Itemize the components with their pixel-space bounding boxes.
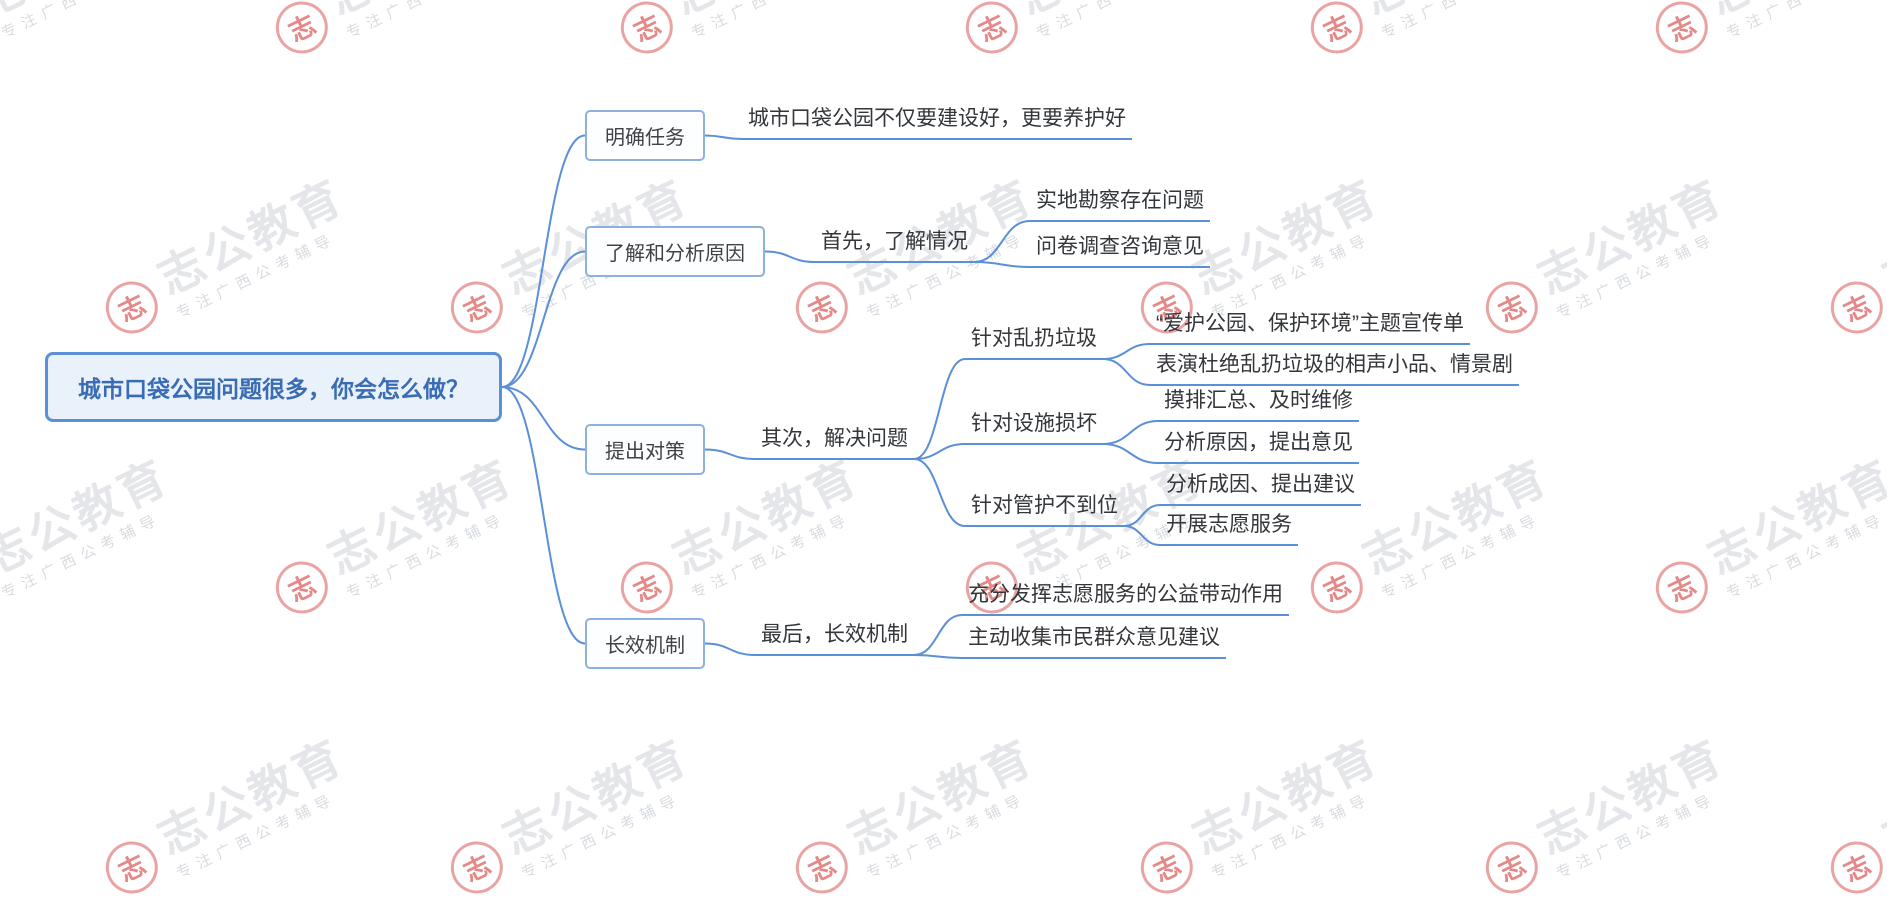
- topic-node[interactable]: 城市口袋公园不仅要建设好，更要养护好: [742, 105, 1132, 140]
- connector-line: [913, 614, 963, 656]
- topic-node[interactable]: 针对设施损坏: [965, 410, 1103, 445]
- topic-node[interactable]: 主动收集市民群众意见建议: [962, 624, 1226, 659]
- topic-node[interactable]: 表演杜绝乱扔垃圾的相声小品、情景剧: [1150, 351, 1519, 386]
- connector-line: [1102, 343, 1151, 360]
- topic-node[interactable]: 其次，解决问题: [755, 425, 914, 460]
- connector-line: [913, 443, 966, 460]
- connector-line: [1102, 358, 1151, 386]
- connector-line: [501, 250, 586, 388]
- connector-line: [913, 654, 963, 659]
- topic-node[interactable]: 摸排汇总、及时维修: [1158, 387, 1359, 422]
- topic-node[interactable]: 实地勘察存在问题: [1030, 187, 1210, 222]
- topic-node[interactable]: 针对管护不到位: [965, 492, 1124, 527]
- connector-line: [501, 134, 586, 388]
- connector-line: [973, 220, 1031, 263]
- root-node[interactable]: 城市口袋公园问题很多，你会怎么做？: [45, 352, 502, 422]
- connector-line: [913, 458, 966, 527]
- topic-node[interactable]: 分析原因，提出意见: [1158, 429, 1359, 464]
- connector-line: [1123, 525, 1161, 546]
- connector-line: [1123, 504, 1161, 527]
- topic-node[interactable]: 开展志愿服务: [1160, 511, 1298, 546]
- connector-line: [1102, 443, 1159, 464]
- topic-node[interactable]: 分析成因、提出建议: [1160, 471, 1361, 506]
- branch-node-solutions[interactable]: 提出对策: [585, 424, 705, 475]
- connector-line: [764, 250, 816, 263]
- topic-node[interactable]: “爱护公园、保护环境”主题宣传单: [1150, 310, 1470, 345]
- connector-line: [973, 261, 1031, 268]
- connector-line: [501, 386, 586, 451]
- connector-line: [1102, 420, 1159, 445]
- connector-line: [704, 448, 756, 460]
- connector-line: [704, 642, 756, 656]
- topic-node[interactable]: 充分发挥志愿服务的公益带动作用: [962, 581, 1289, 616]
- branch-node-analyze[interactable]: 了解和分析原因: [585, 226, 765, 277]
- connector-line: [704, 134, 743, 140]
- connector-line: [501, 386, 586, 645]
- branch-node-task[interactable]: 明确任务: [585, 110, 705, 161]
- branch-node-mechanism[interactable]: 长效机制: [585, 618, 705, 669]
- connector-line: [913, 358, 966, 460]
- topic-node[interactable]: 最后，长效机制: [755, 621, 914, 656]
- topic-node[interactable]: 针对乱扔垃圾: [965, 325, 1103, 360]
- topic-node[interactable]: 问卷调查咨询意见: [1030, 233, 1210, 268]
- topic-node[interactable]: 首先，了解情况: [815, 228, 974, 263]
